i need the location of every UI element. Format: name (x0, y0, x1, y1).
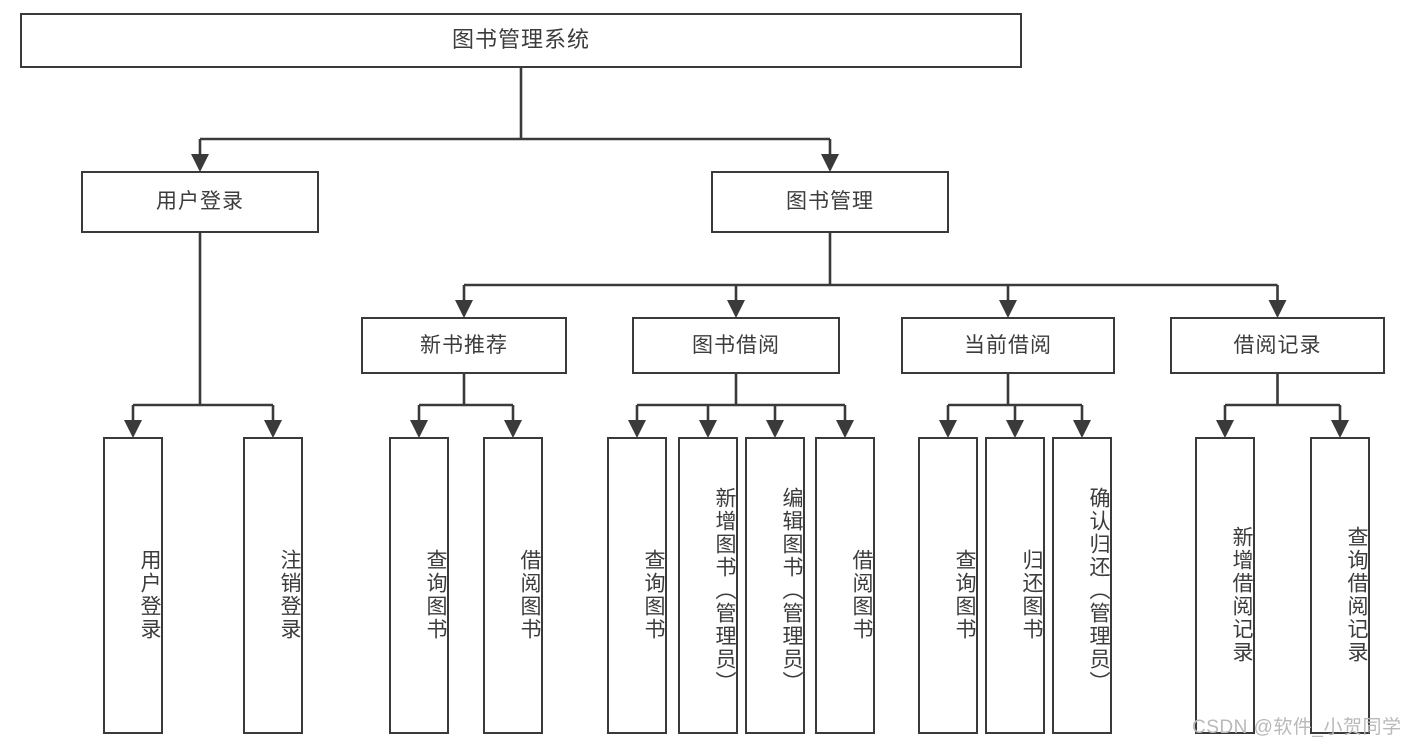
leaf-query-book-current[interactable]: 查询图书 (918, 437, 978, 734)
node-root[interactable]: 图书管理系统 (20, 13, 1022, 68)
leaf-logout[interactable]: 注销登录 (243, 437, 303, 734)
node-label: 图书管理 (786, 190, 874, 214)
node-label: 归还图书 (1020, 548, 1043, 641)
leaf-add-borrow-record[interactable]: 新增借阅记录 (1195, 437, 1255, 734)
leaf-edit-book-admin[interactable]: 编辑图书（管理员） (745, 437, 805, 734)
leaf-borrow-book-recommend[interactable]: 借阅图书 (483, 437, 543, 734)
leaf-query-book-borrow[interactable]: 查询图书 (607, 437, 667, 734)
node-label: 借阅记录 (1233, 333, 1322, 357)
node-label: 借阅图书 (850, 548, 873, 641)
leaf-query-book-recommend[interactable]: 查询图书 (389, 437, 449, 734)
node-user-login[interactable]: 用户登录 (81, 171, 319, 233)
node-label: 新增图书（管理员） (713, 487, 736, 694)
node-book-borrow[interactable]: 图书借阅 (632, 317, 840, 374)
node-book-management[interactable]: 图书管理 (711, 171, 949, 233)
leaf-query-borrow-record[interactable]: 查询借阅记录 (1310, 437, 1370, 734)
node-label: 借阅图书 (518, 548, 541, 641)
node-label: 查询图书 (424, 548, 447, 641)
leaf-confirm-return-admin[interactable]: 确认归还（管理员） (1052, 437, 1112, 734)
node-label: 编辑图书（管理员） (780, 487, 803, 694)
node-label: 图书管理系统 (451, 27, 590, 53)
node-current-borrow[interactable]: 当前借阅 (901, 317, 1115, 374)
node-borrow-record[interactable]: 借阅记录 (1170, 317, 1385, 374)
node-label: 新增借阅记录 (1230, 525, 1253, 664)
node-label: 确认归还（管理员） (1087, 487, 1110, 694)
leaf-user-login[interactable]: 用户登录 (103, 437, 163, 734)
node-label: 新书推荐 (420, 333, 508, 357)
node-label: 图书借阅 (692, 333, 780, 357)
node-label: 当前借阅 (964, 333, 1052, 357)
leaf-add-book-admin[interactable]: 新增图书（管理员） (678, 437, 738, 734)
node-label: 查询借阅记录 (1345, 525, 1368, 664)
node-label: 用户登录 (138, 548, 161, 641)
node-label: 查询图书 (953, 548, 976, 641)
watermark-text: CSDN @软件_小贺同学 (1192, 717, 1402, 738)
node-label: 查询图书 (642, 548, 665, 641)
leaf-return-book[interactable]: 归还图书 (985, 437, 1045, 734)
leaf-borrow-book[interactable]: 借阅图书 (815, 437, 875, 734)
node-label: 注销登录 (278, 548, 301, 641)
node-label: 用户登录 (156, 190, 244, 214)
node-new-book-recommend[interactable]: 新书推荐 (361, 317, 567, 374)
